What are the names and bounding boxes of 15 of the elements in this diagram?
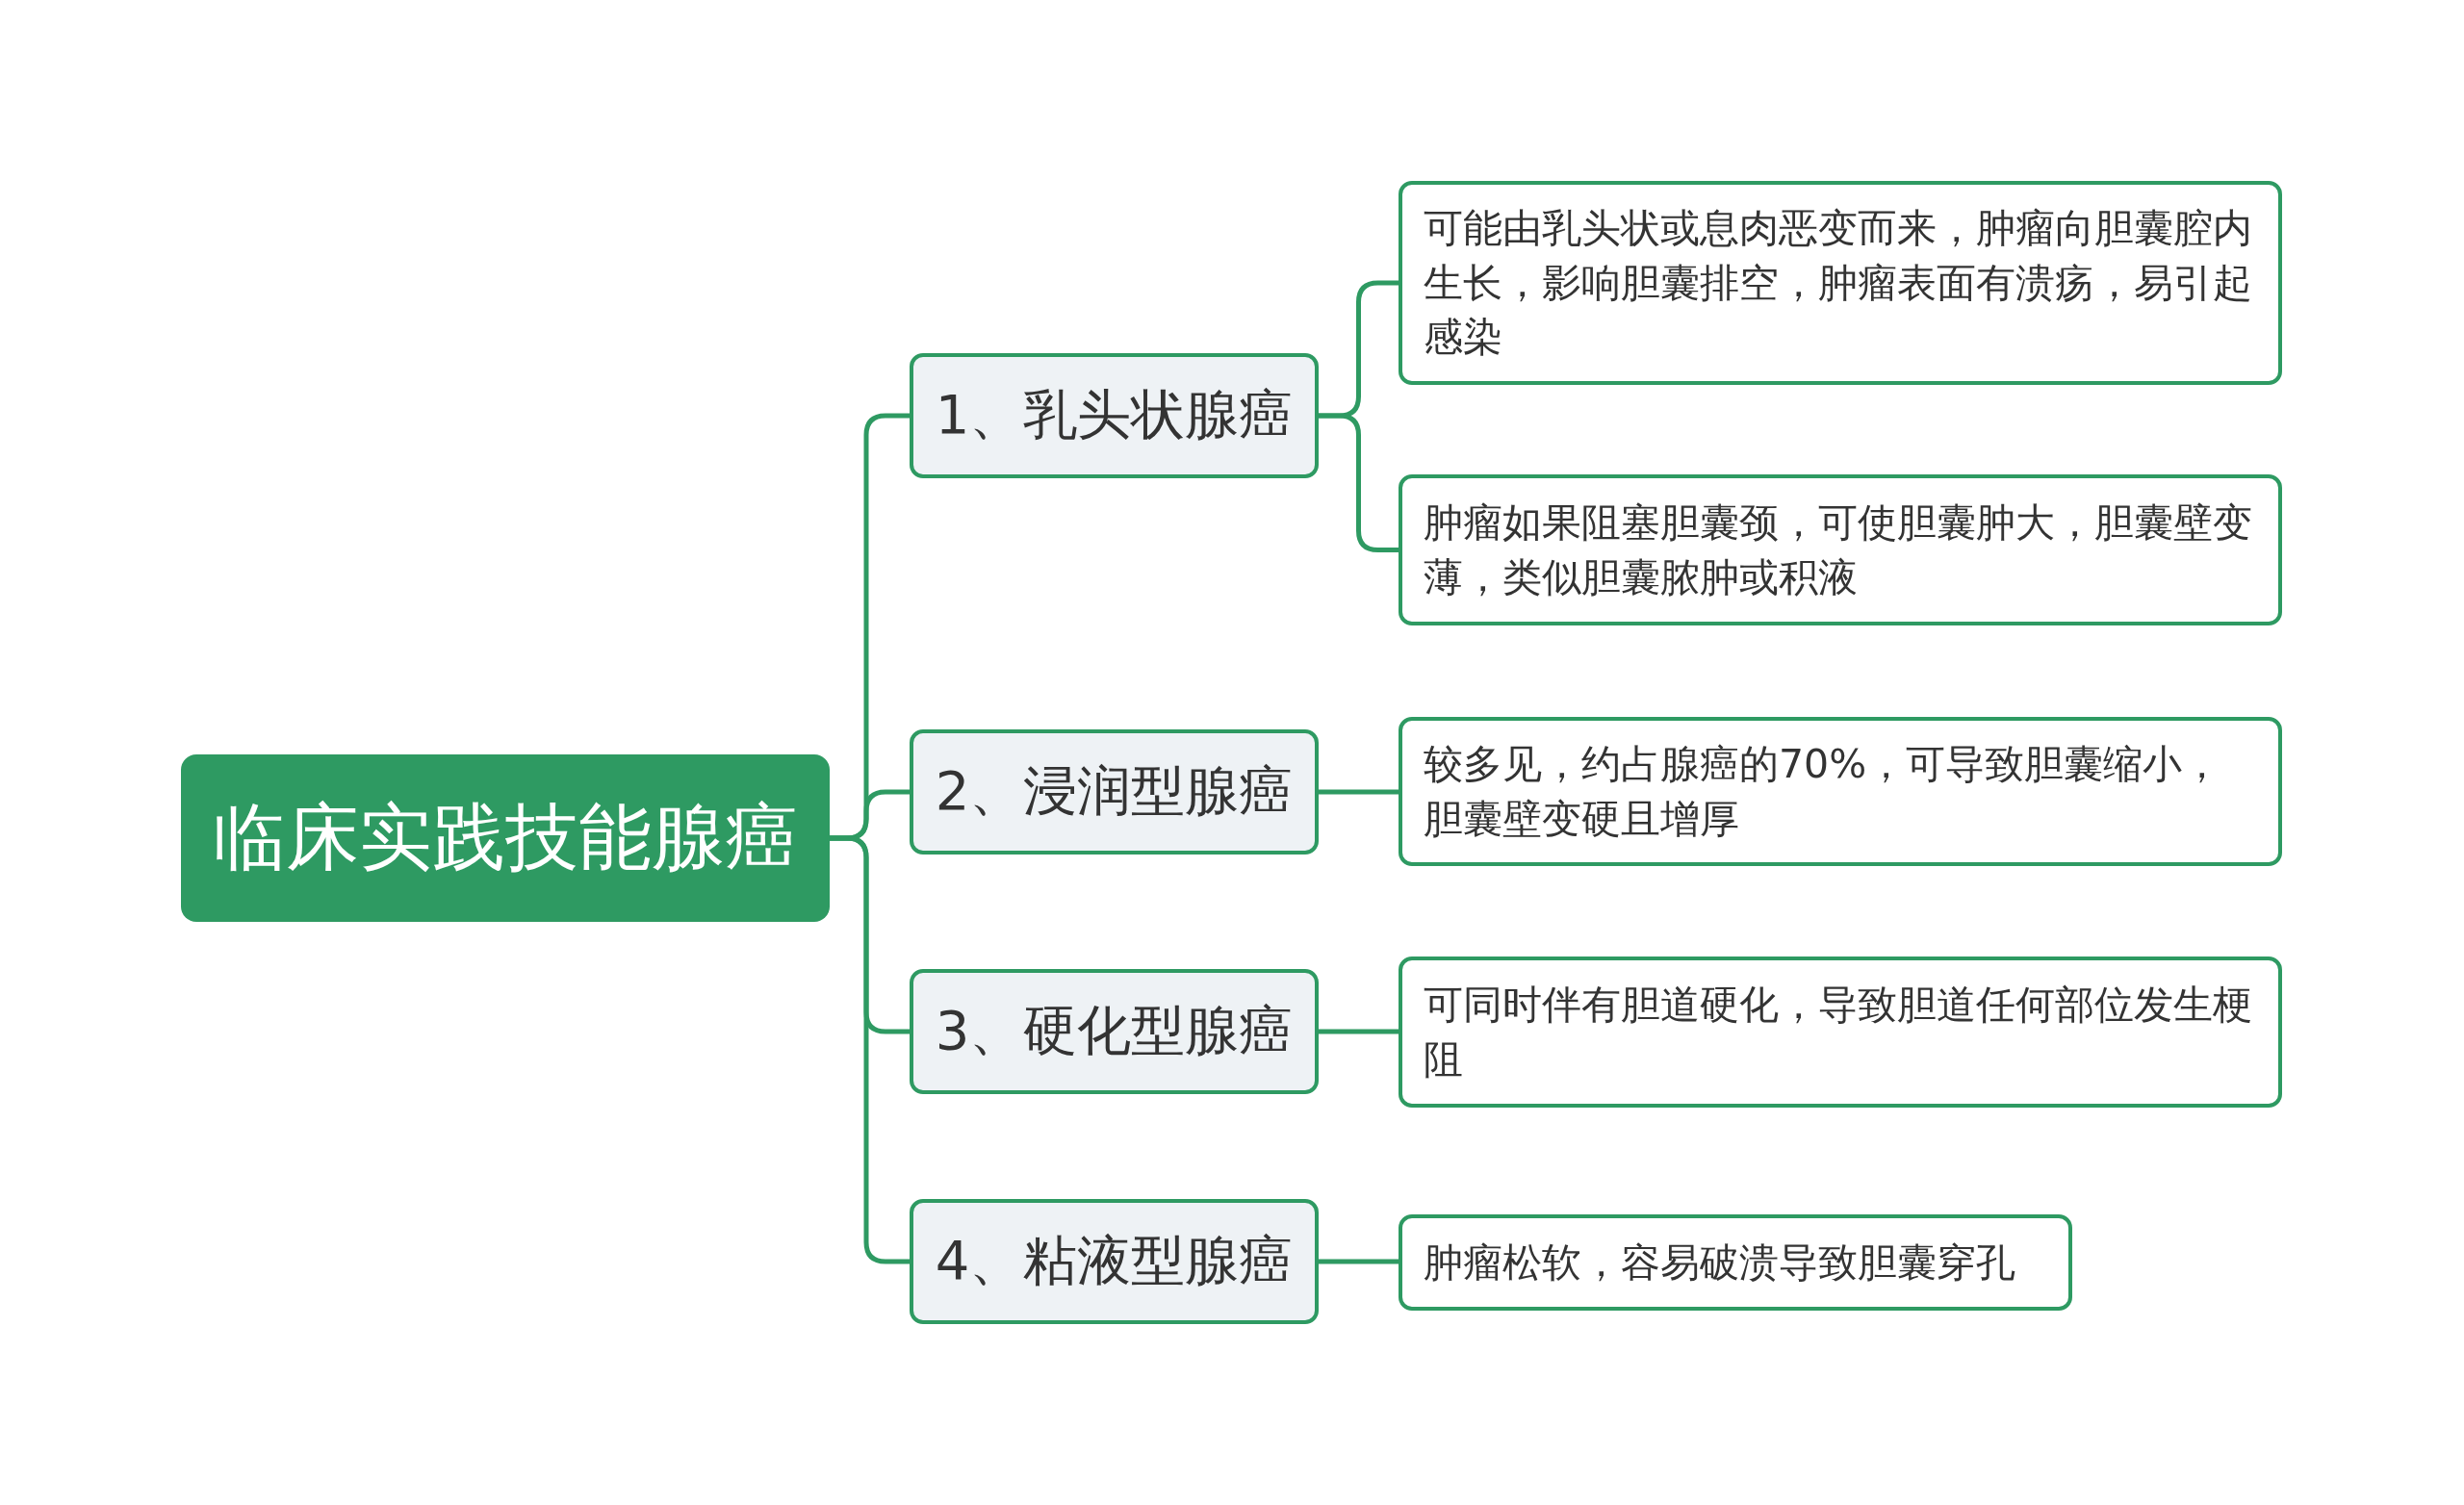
connector-line (1319, 413, 1399, 552)
subtopic-box: 可能由乳头状或息肉恶变而来，肿瘤向胆囊腔内生长，影响胆囊排空，肿瘤表面有溃疡，易引起感染 (1399, 181, 2282, 385)
connector-line (1319, 789, 1399, 795)
subtopic-box: 肿瘤松软，容易破溃导致胆囊穿孔 (1399, 1214, 2072, 1311)
topic-box: 2、浸润型腺癌 (910, 729, 1319, 855)
subtopic-box: 肿瘤如果阻塞胆囊颈，可使胆囊肿大，胆囊壁变薄，类似胆囊脓肿或积液 (1399, 474, 2282, 625)
connector-line (1319, 1029, 1399, 1034)
topic-box: 4、粘液型腺癌 (910, 1199, 1319, 1324)
topic-box: 1、乳头状腺癌 (910, 353, 1319, 478)
connector-line (830, 835, 910, 1264)
subtopic-box: 可同时伴有胆道硬化，导致胆道任何部位发生梗阻 (1399, 957, 2282, 1108)
topic-box: 3、硬化型腺癌 (910, 969, 1319, 1094)
root-topic-box: 临床实践技能腺癌 (181, 754, 830, 922)
subtopic-box: 较多见，约占腺癌的70%，可导致胆囊缩小，胆囊壁变硬且增厚 (1399, 717, 2282, 866)
connector-line (1319, 1259, 1399, 1264)
